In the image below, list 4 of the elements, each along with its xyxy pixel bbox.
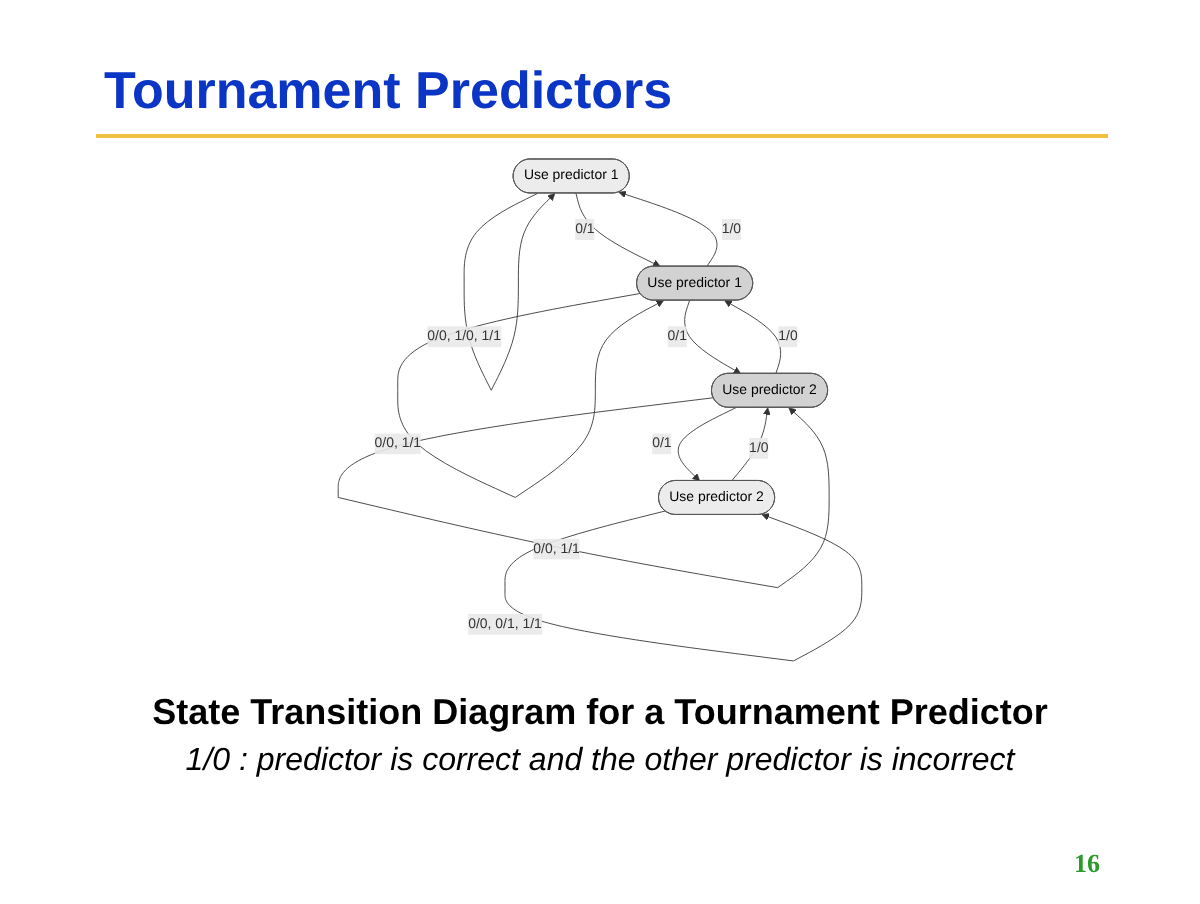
diagram-caption: State Transition Diagram for a Tournament Predictor bbox=[150, 692, 1050, 734]
legend-note: 1/0 : predictor is correct and the other predictor is incorrect bbox=[183, 744, 1018, 780]
page-number: 16 bbox=[1074, 848, 1100, 880]
slide-title: Tournament Predictors bbox=[104, 60, 673, 122]
